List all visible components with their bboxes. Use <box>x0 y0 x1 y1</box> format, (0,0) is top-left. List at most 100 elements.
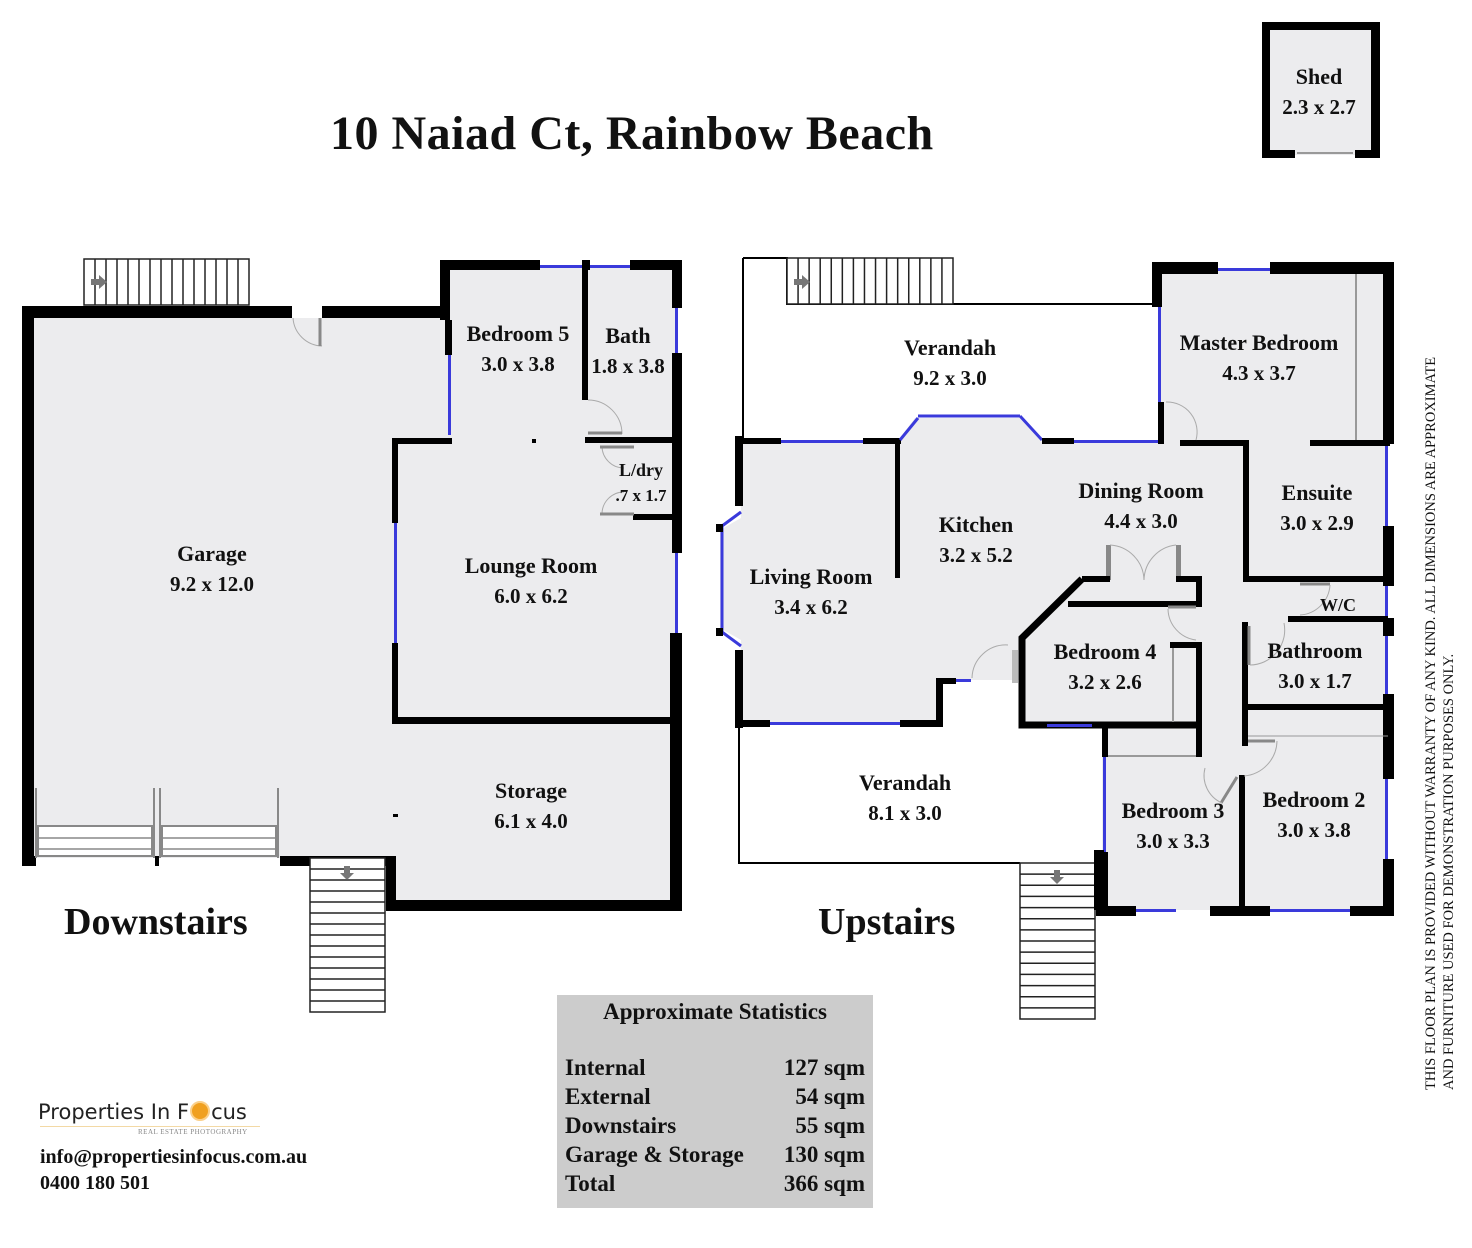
stat-label: Downstairs <box>565 1113 677 1138</box>
logo-text-suffix: cus <box>211 1100 247 1124</box>
room-dims: 9.2 x 12.0 <box>170 572 254 596</box>
room-dims: .7 x 1.7 <box>615 486 667 505</box>
room-name: Master Bedroom <box>1179 330 1339 355</box>
stat-row-total: Total 366 sqm <box>565 1171 865 1200</box>
upstairs-plan <box>716 257 1394 1020</box>
logo-text-prefix: Properties In F <box>38 1100 190 1124</box>
room-name: W/C <box>1320 595 1356 615</box>
room-dims: 3.0 x 2.9 <box>1280 511 1354 535</box>
room-dims: 4.3 x 3.7 <box>1222 361 1296 385</box>
wall <box>22 306 34 866</box>
room-name: Bedroom 2 <box>1262 787 1366 812</box>
room-storage: Storage 6.1 x 4.0 <box>494 776 568 836</box>
room-name: Bath <box>605 323 651 348</box>
room-bedroom-3: Bedroom 3 3.0 x 3.3 <box>1122 796 1225 856</box>
stat-value: 366 sqm <box>783 1171 865 1196</box>
room-dims: 6.1 x 4.0 <box>494 809 568 833</box>
room-name: Bedroom 5 <box>466 321 570 346</box>
room-dims: 8.1 x 3.0 <box>868 801 942 825</box>
room-dims: 3.2 x 5.2 <box>939 543 1013 567</box>
room-name: Dining Room <box>1078 478 1204 503</box>
room-name: Storage <box>494 778 568 803</box>
camera-lens-icon <box>190 1101 211 1121</box>
contact-email[interactable]: info@propertiesinfocus.com.au <box>40 1146 308 1168</box>
disclaimer-line-2: AND FURNITURE USED FOR DEMONSTRATION PUR… <box>1441 653 1457 1090</box>
room-dims: 2.3 x 2.7 <box>1282 95 1356 119</box>
room-dining: Dining Room 4.4 x 3.0 <box>1078 476 1203 536</box>
room-living: Living Room 3.4 x 6.2 <box>750 562 873 622</box>
wall <box>322 306 446 318</box>
room-verandah-bottom: Verandah 8.1 x 3.0 <box>859 768 951 828</box>
contact-phone[interactable]: 0400 180 501 <box>40 1172 150 1194</box>
stairs-bottom-upstairs <box>1019 862 1096 1020</box>
disclaimer: THIS FLOOR PLAN IS PROVIDED WITHOUT WARR… <box>1422 230 1458 1090</box>
room-shed: Shed 2.3 x 2.7 <box>1282 62 1356 122</box>
stat-value: 130 sqm <box>783 1142 865 1167</box>
stairs-bottom-downstairs <box>309 857 386 1013</box>
stat-label: Total <box>565 1171 616 1196</box>
disclaimer-line-1: THIS FLOOR PLAN IS PROVIDED WITHOUT WARR… <box>1423 356 1439 1090</box>
stat-value: 54 sqm <box>795 1084 865 1109</box>
room-name: L/dry <box>618 460 663 480</box>
room-name: Ensuite <box>1281 480 1353 505</box>
room-bath: Bath 1.8 x 3.8 <box>591 321 665 381</box>
company-logo: Properties In F cus <box>38 1100 247 1124</box>
wall <box>440 260 450 320</box>
downstairs-plan <box>22 258 682 1013</box>
downstairs-label: Downstairs <box>64 901 248 943</box>
upstairs-label: Upstairs <box>818 901 956 943</box>
room-bathroom: Bathroom 3.0 x 1.7 <box>1268 636 1363 696</box>
room-wc: W/C <box>1320 590 1356 620</box>
room-dims: 3.0 x 3.8 <box>481 352 555 376</box>
room-name: Lounge Room <box>464 553 598 578</box>
room-dims: 1.8 x 3.8 <box>591 354 665 378</box>
stairs-top-downstairs <box>83 258 250 306</box>
room-name: Verandah <box>903 335 997 360</box>
room-dims: 6.0 x 6.2 <box>494 584 568 608</box>
window <box>675 553 678 633</box>
room-dims: 3.4 x 6.2 <box>774 595 848 619</box>
wall <box>440 260 540 270</box>
room-name: Bathroom <box>1267 638 1363 663</box>
room-ensuite: Ensuite 3.0 x 2.9 <box>1280 478 1354 538</box>
room-name: Verandah <box>858 770 952 795</box>
room-dims: 3.0 x 3.8 <box>1277 818 1351 842</box>
room-dims: 3.0 x 3.3 <box>1136 829 1210 853</box>
stat-value: 127 sqm <box>783 1055 865 1080</box>
room-garage: Garage 9.2 x 12.0 <box>170 539 254 599</box>
logo-underline <box>40 1126 260 1127</box>
stat-row-garage-storage: Garage & Storage 130 sqm <box>565 1142 865 1171</box>
room-bedroom-4: Bedroom 4 3.2 x 2.6 <box>1054 637 1157 697</box>
room-bedroom-2: Bedroom 2 3.0 x 3.8 <box>1263 785 1366 845</box>
stat-row-external: External 54 sqm <box>565 1084 865 1113</box>
stat-row-internal: Internal 127 sqm <box>565 1055 865 1084</box>
room-name: Bedroom 4 <box>1053 639 1157 664</box>
statistics-panel: Approximate Statistics Internal 127 sqm … <box>557 995 873 1208</box>
window <box>675 308 678 353</box>
room-name: Shed <box>1295 64 1343 89</box>
room-name: Garage <box>177 541 247 566</box>
stat-row-downstairs: Downstairs 55 sqm <box>565 1113 865 1142</box>
stat-label: Garage & Storage <box>565 1142 744 1167</box>
page-title: 10 Naiad Ct, Rainbow Beach <box>330 107 934 160</box>
logo-tagline: REAL ESTATE PHOTOGRAPHY <box>138 1128 248 1136</box>
room-dims: 9.2 x 3.0 <box>913 366 987 390</box>
room-name: Kitchen <box>938 512 1014 537</box>
statistics-title: Approximate Statistics <box>603 999 827 1024</box>
room-name: Bedroom 3 <box>1121 798 1225 823</box>
stairs-top-upstairs <box>786 257 954 305</box>
room-kitchen: Kitchen 3.2 x 5.2 <box>939 510 1014 570</box>
room-dims: 4.4 x 3.0 <box>1104 509 1178 533</box>
stat-value: 55 sqm <box>795 1113 865 1138</box>
room-dims: 3.2 x 2.6 <box>1068 670 1142 694</box>
room-name: Living Room <box>749 564 873 589</box>
room-master-bedroom: Master Bedroom 4.3 x 3.7 <box>1180 328 1339 388</box>
room-lounge: Lounge Room 6.0 x 6.2 <box>465 551 598 611</box>
wall <box>22 306 292 318</box>
room-bedroom-5: Bedroom 5 3.0 x 3.8 <box>467 319 570 379</box>
room-verandah-top: Verandah 9.2 x 3.0 <box>904 333 996 393</box>
stat-label: External <box>565 1084 651 1109</box>
shed-plan <box>1262 22 1380 158</box>
stat-label: Internal <box>565 1055 646 1080</box>
